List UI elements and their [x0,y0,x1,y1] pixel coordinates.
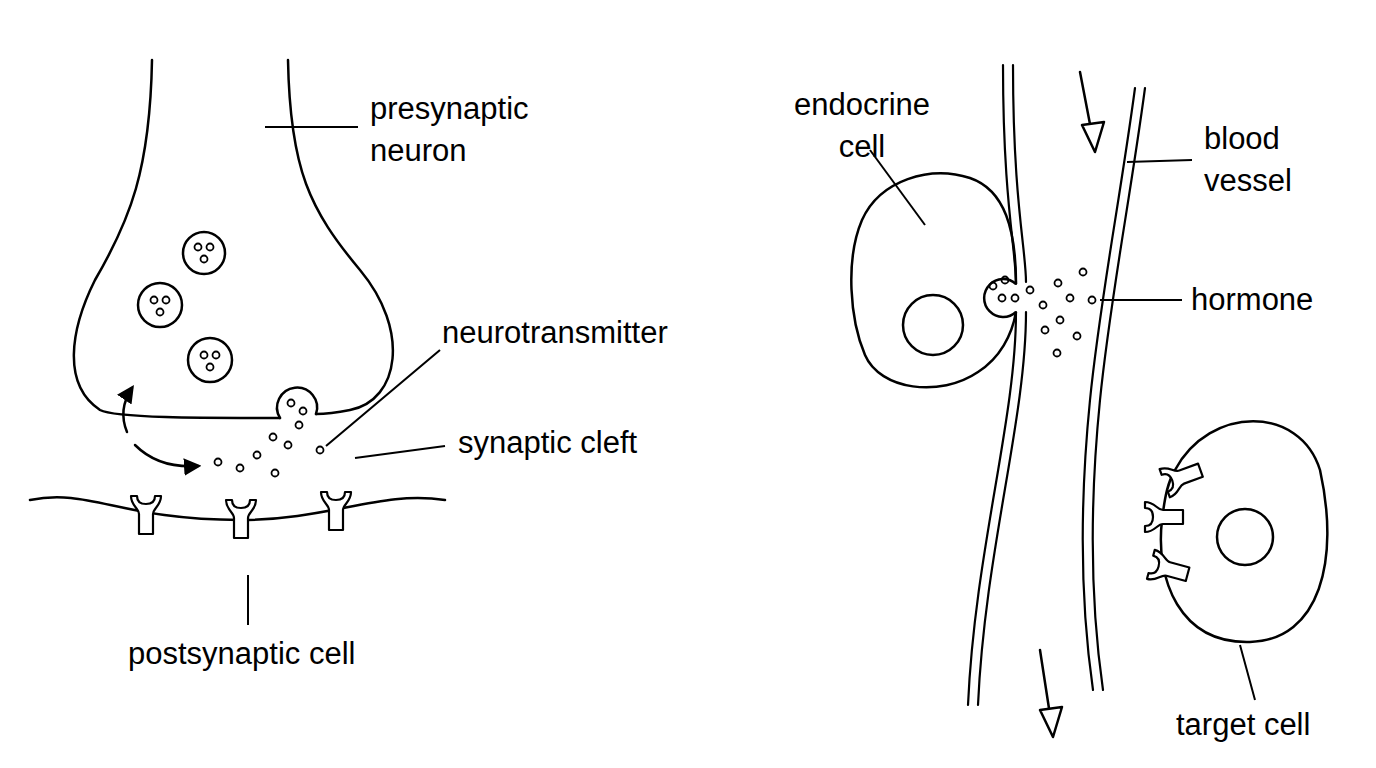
synapse-drawing [30,60,445,520]
flow-arrow [1040,72,1104,737]
neurotransmitter-molecule [195,244,202,251]
endocrine-cell-drawing [903,295,963,355]
leader-line [326,350,440,446]
part-label: blood vessel [1204,118,1344,202]
neurotransmitter-molecule [237,465,244,472]
hormone-molecule [1027,287,1034,294]
blood-vessel-wall [968,65,1145,705]
hormone-molecule [1012,295,1019,302]
leader-line [265,126,358,128]
neurotransmitter-molecule [201,256,208,263]
neurotransmitter-molecule [213,352,220,359]
target-cell-drawing [1161,421,1327,642]
neurotransmitter-molecule [288,400,295,407]
hormone-molecule [990,269,1096,357]
neurotransmitter-molecule [300,408,307,415]
hormone-molecule [1040,302,1047,309]
receptor-protein [131,492,351,538]
hormone-molecule [1042,327,1049,334]
neurotransmitter-molecule [151,244,324,477]
endocrine-cell-drawing [851,173,1016,387]
hormone-molecule [1080,269,1087,276]
receptor-protein [226,500,256,538]
neurotransmitter-molecule [207,244,214,251]
blood-vessel-wall [1093,88,1145,690]
release-arrow [135,445,198,466]
hormone-molecule [1002,277,1009,284]
flow-arrow [1082,122,1104,152]
hormone-molecule [1074,333,1081,340]
part-label: target cell [1176,704,1366,746]
neurotransmitter-molecule [207,364,214,371]
target-cell-drawing [1217,509,1273,565]
synaptic-vesicle [188,338,232,382]
receptor-protein [1160,456,1206,497]
part-label: hormone [1191,279,1371,321]
reuptake-arrow [123,388,132,432]
part-label: postsynaptic cell [128,633,448,675]
receptor-protein [1145,456,1206,589]
receptor-protein [1147,550,1191,589]
hormone-molecule [1089,297,1096,304]
hormone-molecule [1067,295,1074,302]
part-label: synaptic cleft [458,422,718,464]
part-label: neurotransmitter [442,312,742,354]
presynaptic-membrane [74,60,280,418]
fusing-vesicle [277,388,317,418]
neurotransmitter-molecule [270,434,277,441]
receptor-protein [321,492,351,530]
hormone-molecule [1054,350,1061,357]
receptor-protein [1145,502,1183,532]
blood-vessel-wall [978,312,1026,705]
endocrine-cell-drawing [851,173,1016,387]
synaptic-vesicle [183,232,225,274]
hormone-molecule [999,295,1006,302]
neurotransmitter-molecule [163,297,170,304]
neurotransmitter-molecule [254,452,261,459]
flow-arrow [1040,707,1062,737]
hormone-molecule [1057,317,1064,324]
part-label: endocrine cell [772,84,952,168]
neurotransmitter-molecule [215,459,222,466]
blood-vessel-wall [1083,88,1135,690]
hormone-molecule [990,283,997,290]
target-cell-drawing [1161,421,1327,642]
leader-line [247,575,249,625]
leader-line [1127,160,1192,162]
leader-line [1240,645,1255,700]
receptor-protein [131,496,161,534]
neurotransmitter-molecule [272,470,279,477]
blood-vessel-wall [968,312,1016,705]
leader-line [355,446,445,458]
neurotransmitter-molecule [157,309,164,316]
hormone-molecule [1055,280,1062,287]
part-label: presynaptic neuron [370,88,570,172]
leader-line [248,127,1255,700]
neurotransmitter-molecule [285,442,292,449]
neurotransmitter-molecule [296,422,303,429]
synaptic-vesicle [138,283,182,327]
neurotransmitter-molecule [317,447,324,454]
neurotransmitter-molecule [201,352,208,359]
neurotransmitter-molecule [151,297,158,304]
